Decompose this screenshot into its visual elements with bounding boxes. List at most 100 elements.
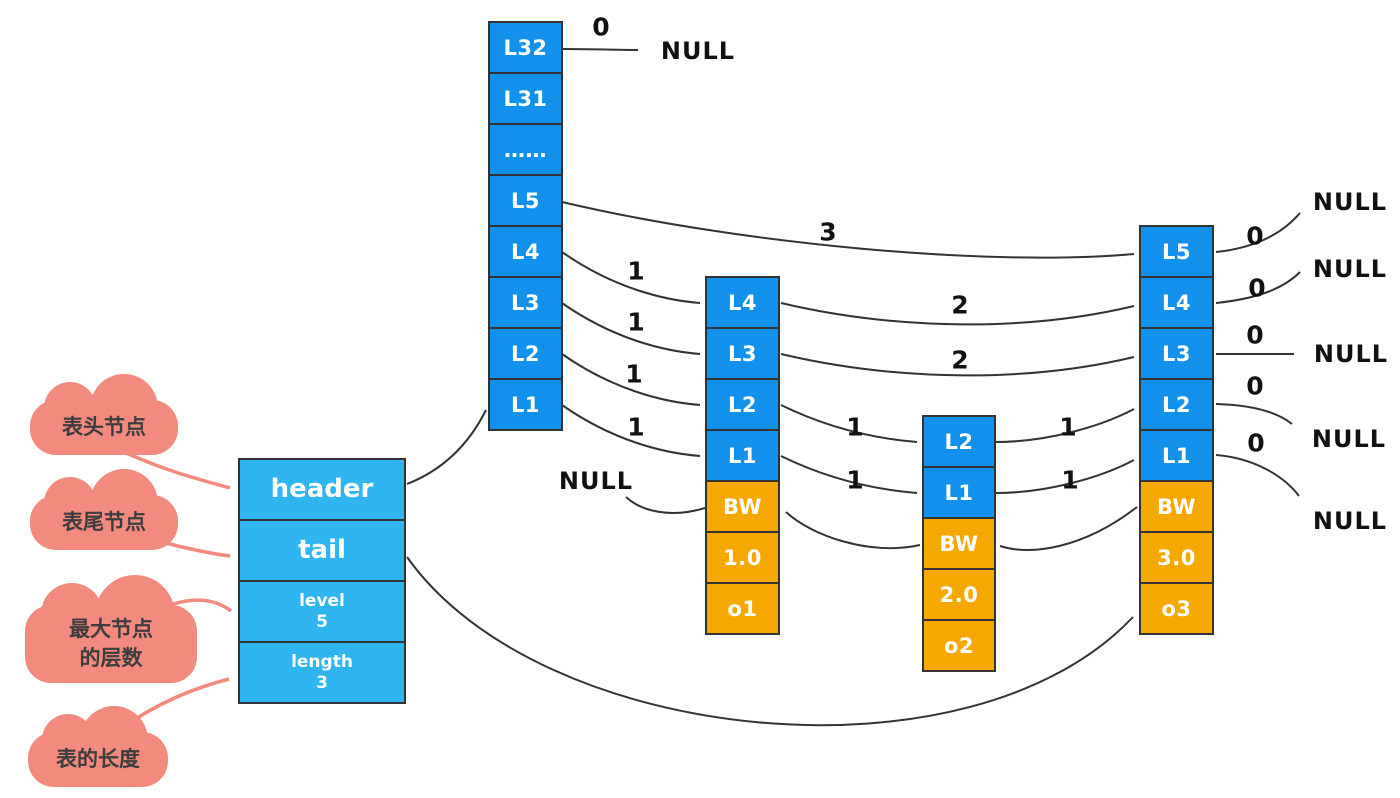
arrow-n1-bw-to-null xyxy=(625,496,706,514)
arrow-header-l4-to-n1 xyxy=(561,251,701,304)
struct-length-value: 3 xyxy=(316,672,328,693)
span-label-n3-l2: 0 xyxy=(1246,371,1264,401)
node3-backward-cell: BW xyxy=(1141,482,1212,531)
cloud-label-line2: 的层数 xyxy=(79,646,143,670)
span-label-header-l5: 3 xyxy=(819,217,837,247)
cloud-label: 最大节点的层数 xyxy=(69,615,153,674)
node2-object-cell: o2 xyxy=(924,621,994,670)
struct-row-tail: tail xyxy=(240,521,404,580)
node2-level-cell-l1: L1 xyxy=(924,468,994,517)
node3-level-cell-l3: L3 xyxy=(1141,329,1212,378)
struct-tail-label: tail xyxy=(298,534,346,565)
arrow-n1-l3-to-n3 xyxy=(780,353,1135,377)
node1-backward-cell: BW xyxy=(707,482,778,531)
node3-level-cell-l4: L4 xyxy=(1141,278,1212,327)
arrow-infobox-header-to-l1 xyxy=(406,409,487,485)
span-label-n1-l4: 2 xyxy=(951,290,969,320)
struct-length-label: length xyxy=(291,652,353,673)
span-label-n3-l4: 0 xyxy=(1248,273,1266,303)
struct-row-length: length 3 xyxy=(240,643,404,702)
struct-header-label: header xyxy=(270,473,374,504)
cloud-header-node: 表头节点 xyxy=(30,374,178,455)
null-label-top: NULL xyxy=(660,37,736,65)
header-level-cell-l5: L5 xyxy=(490,176,561,225)
null-label-right-l2: NULL xyxy=(1311,425,1387,453)
arrow-n3-l5-to-null xyxy=(1215,212,1301,253)
arrow-infobox-tail-to-o3 xyxy=(406,556,1134,727)
span-label-header-l3: 1 xyxy=(627,307,645,337)
cloud-max-level: 最大节点的层数 xyxy=(25,575,197,683)
node1-level-cell-l1: L1 xyxy=(707,431,778,480)
header-level-cell-l31: L31 xyxy=(490,74,561,123)
node3-score-cell: 3.0 xyxy=(1141,533,1212,582)
null-label-right-l4: NULL xyxy=(1312,255,1388,283)
cloud-label: 表头节点 xyxy=(62,414,146,439)
struct-level-value: 5 xyxy=(316,611,328,632)
span-label-header-l4: 1 xyxy=(627,256,645,286)
span-label-header-l1: 1 xyxy=(627,412,645,442)
cloud-tail-node: 表尾节点 xyxy=(30,469,178,550)
node1-object-cell: o1 xyxy=(707,584,778,633)
arrow-n3-l1-to-null xyxy=(1215,454,1300,497)
span-label-n3-l5: 0 xyxy=(1246,221,1264,251)
null-label-right-l5: NULL xyxy=(1312,188,1388,216)
span-label-n2-l2: 1 xyxy=(1059,412,1077,442)
arrow-n1-l4-to-n3 xyxy=(780,302,1135,326)
span-label-n3-l3: 0 xyxy=(1246,320,1264,350)
node3-level-cell-l2: L2 xyxy=(1141,380,1212,429)
arrow-n3-l2-to-null xyxy=(1215,403,1293,425)
struct-level-label: level xyxy=(299,591,345,612)
cloud-list-length: 表的长度 xyxy=(28,706,168,787)
span-label-n3-l1: 0 xyxy=(1247,428,1265,458)
null-label-right-l3: NULL xyxy=(1313,340,1389,368)
node2-level-cell-l2: L2 xyxy=(924,417,994,466)
null-label-backward: NULL xyxy=(558,467,634,495)
header-level-cell-ellipsis: …… xyxy=(490,125,561,174)
header-level-cell-l32: L32 xyxy=(490,23,561,72)
node2-backward-cell: BW xyxy=(924,519,994,568)
node3-level-cell-l5: L5 xyxy=(1141,227,1212,276)
span-label-n2-l1: 1 xyxy=(1061,465,1079,495)
header-level-cell-l1: L1 xyxy=(490,380,561,429)
cloud-arrow-header xyxy=(123,450,231,490)
arrow-n2-bw-to-n1 xyxy=(785,511,921,549)
arrow-n3-bw-to-n2 xyxy=(999,506,1138,551)
null-label-right-l1: NULL xyxy=(1312,507,1388,535)
arrow-header-l5-to-n3 xyxy=(561,201,1135,259)
node1-level-cell-l2: L2 xyxy=(707,380,778,429)
skiplist-header-column: L32 L31 …… L5 L4 L3 L2 L1 xyxy=(488,21,563,431)
span-label-n1-l3: 2 xyxy=(951,345,969,375)
arrow-n2-l2-to-n3 xyxy=(995,408,1135,443)
arrow-header-l2-to-n1 xyxy=(561,353,701,406)
cloud-label: 表尾节点 xyxy=(62,509,146,534)
cloud-label: 表的长度 xyxy=(56,746,140,771)
node2-score-cell: 2.0 xyxy=(924,570,994,619)
arrow-n1-l1-to-n2 xyxy=(780,455,918,494)
node3-object-cell: o3 xyxy=(1141,584,1212,633)
span-label-n1-l1: 1 xyxy=(846,465,864,495)
arrow-n1-l2-to-n2 xyxy=(780,404,918,443)
node-o2-column: L2 L1 BW 2.0 o2 xyxy=(922,415,996,672)
span-label-header-l2: 1 xyxy=(625,359,643,389)
node-o3-column: L5 L4 L3 L2 L1 BW 3.0 o3 xyxy=(1139,225,1214,635)
cloud-label-line1: 最大节点 xyxy=(69,616,153,641)
node1-score-cell: 1.0 xyxy=(707,533,778,582)
header-level-cell-l4: L4 xyxy=(490,227,561,276)
arrow-l32-to-null xyxy=(561,48,639,51)
arrow-header-l1-to-n1 xyxy=(561,404,701,457)
node1-level-cell-l3: L3 xyxy=(707,329,778,378)
span-label-header-l32: 0 xyxy=(592,12,610,42)
node1-level-cell-l4: L4 xyxy=(707,278,778,327)
span-label-n1-l2: 1 xyxy=(846,412,864,442)
header-level-cell-l3: L3 xyxy=(490,278,561,327)
struct-row-level: level 5 xyxy=(240,582,404,641)
struct-row-header: header xyxy=(240,460,404,519)
arrow-n2-l1-to-n3 xyxy=(995,459,1135,494)
node3-level-cell-l1: L1 xyxy=(1141,431,1212,480)
skiplist-struct-box: header tail level 5 length 3 xyxy=(238,458,406,704)
node-o1-column: L4 L3 L2 L1 BW 1.0 o1 xyxy=(705,276,780,635)
arrow-header-l3-to-n1 xyxy=(561,302,701,355)
header-level-cell-l2: L2 xyxy=(490,329,561,378)
